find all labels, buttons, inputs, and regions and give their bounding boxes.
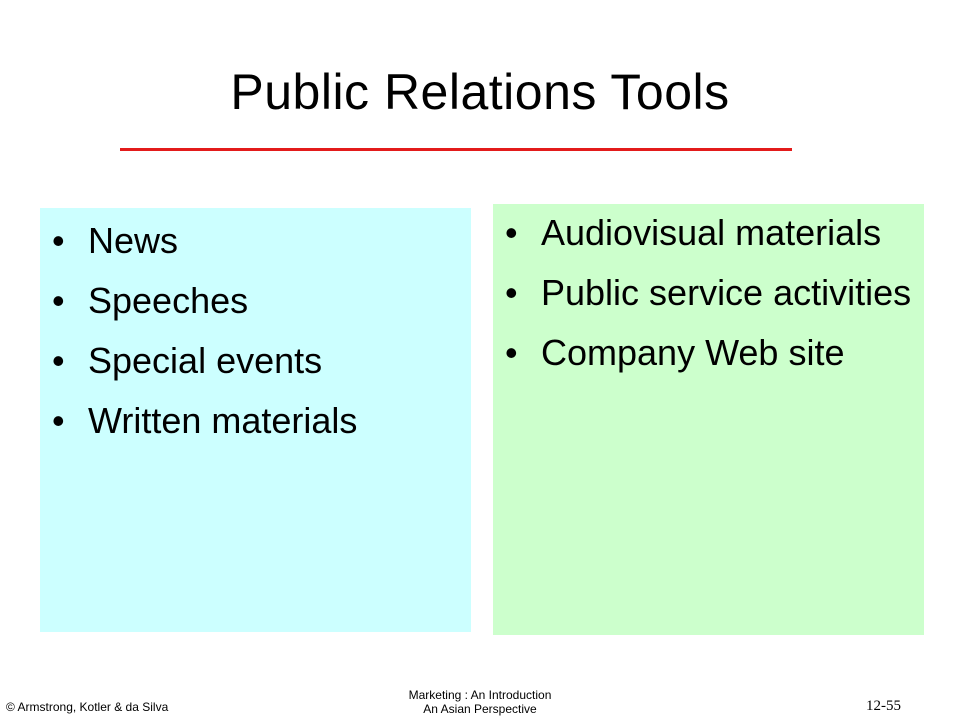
page-number: 12-55 [866,698,901,714]
right-bullet-list: • Audiovisual materials • Public service… [505,212,920,392]
right-panel: • Audiovisual materials • Public service… [493,204,924,635]
bullet-label: Audiovisual materials [541,212,882,253]
left-panel: • News • Speeches • Special events • Wri… [40,208,471,632]
bullet-icon: • [505,212,518,253]
footer-book-title-line1: Marketing : An Introduction [408,688,552,702]
bullet-icon: • [52,340,65,381]
bullet-label: News [88,220,179,261]
bullet-icon: • [52,400,65,441]
footer-copyright: © Armstrong, Kotler & da Silva [6,700,169,714]
bullet-label: Public service activities [541,272,912,313]
bullet-item-company-web-site: • Company Web site [505,332,920,374]
bullet-icon: • [52,220,65,261]
bullet-item-audiovisual-materials: • Audiovisual materials [505,212,920,254]
footer-book-title: Marketing : An Introduction An Asian Per… [380,688,580,716]
bullet-item-written-materials: • Written materials [52,400,467,442]
bullet-label: Written materials [88,400,358,441]
bullet-icon: • [505,272,518,313]
footer-book-title-line2: An Asian Perspective [423,702,537,716]
bullet-item-public-service-activities: • Public service activities [505,272,920,314]
bullet-item-news: • News [52,220,467,262]
title-underline [120,148,792,151]
bullet-icon: • [52,280,65,321]
bullet-item-speeches: • Speeches [52,280,467,322]
bullet-icon: • [505,332,518,373]
bullet-label: Speeches [88,280,249,321]
bullet-item-special-events: • Special events [52,340,467,382]
bullet-label: Special events [88,340,323,381]
slide-title: Public Relations Tools [230,64,730,120]
left-bullet-list: • News • Speeches • Special events • Wri… [52,220,467,460]
bullet-label: Company Web site [541,332,845,373]
